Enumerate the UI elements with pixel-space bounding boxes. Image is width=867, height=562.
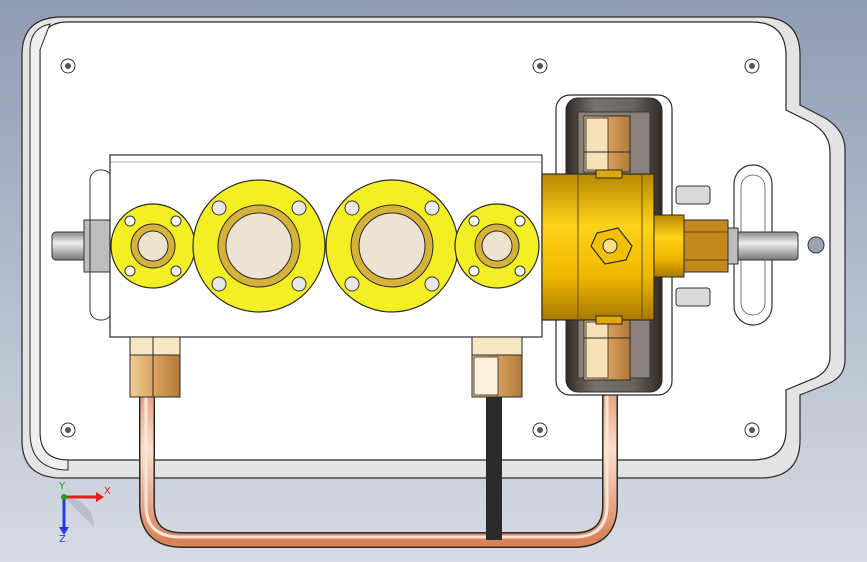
mounting-screw — [60, 422, 76, 438]
shaft-collar — [727, 227, 739, 265]
manifold-fitting-right — [471, 336, 523, 398]
coordinate-triad — [59, 492, 104, 535]
hex-bolt-hole — [602, 238, 618, 254]
manifold-fitting-left — [129, 336, 181, 398]
large-port-right — [325, 179, 459, 313]
spring-clip — [675, 185, 711, 205]
mounting-screw — [744, 422, 760, 438]
mounting-screw — [744, 58, 760, 74]
bottom-fitting — [583, 319, 631, 381]
tube-tee — [485, 527, 503, 537]
valve-nut — [595, 315, 623, 325]
y-axis-label: Y — [59, 481, 66, 492]
small-port-left — [110, 203, 196, 289]
spring-clip — [675, 287, 711, 307]
z-axis-label: Z — [59, 534, 66, 545]
valve-nut — [595, 169, 623, 179]
right-shaft-neck — [653, 214, 685, 278]
plate-hole — [807, 236, 825, 254]
compression-nut — [683, 219, 729, 273]
left-shaft-collar — [83, 219, 113, 273]
plate-edge-left — [29, 23, 69, 471]
mounting-screw — [532, 422, 548, 438]
x-axis-label: X — [104, 486, 111, 497]
large-port-left — [192, 179, 326, 313]
mounting-screw — [60, 58, 76, 74]
copper-tube-highlight — [144, 376, 609, 539]
top-fitting — [583, 115, 631, 173]
mounting-screw — [532, 58, 548, 74]
small-port-right — [454, 203, 540, 289]
